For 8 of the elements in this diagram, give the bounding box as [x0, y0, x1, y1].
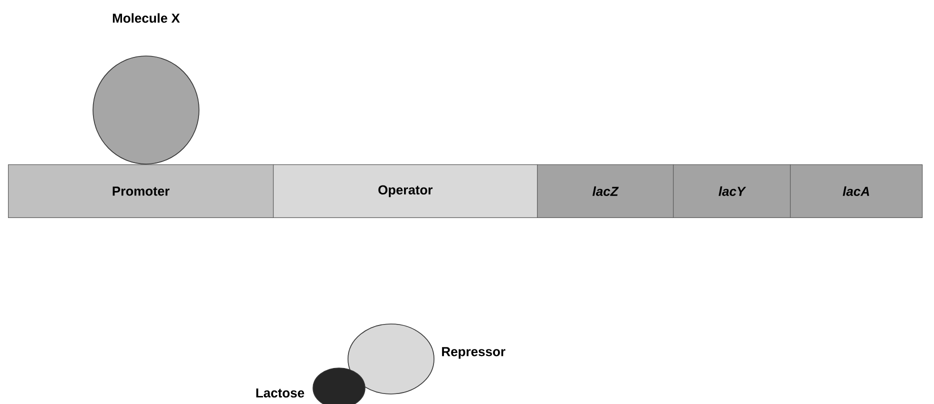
gene-segment: lacY: [673, 164, 791, 218]
gene-segment: lacA: [790, 164, 923, 218]
repressor-label: Repressor: [442, 347, 506, 359]
gene-segment: Promoter: [8, 164, 274, 218]
gene-segment: lacZ: [537, 164, 674, 218]
molecule-label: Molecule X: [112, 13, 180, 23]
gene-segment: Operator: [273, 164, 538, 218]
lactose-label: Lactose: [256, 388, 304, 398]
